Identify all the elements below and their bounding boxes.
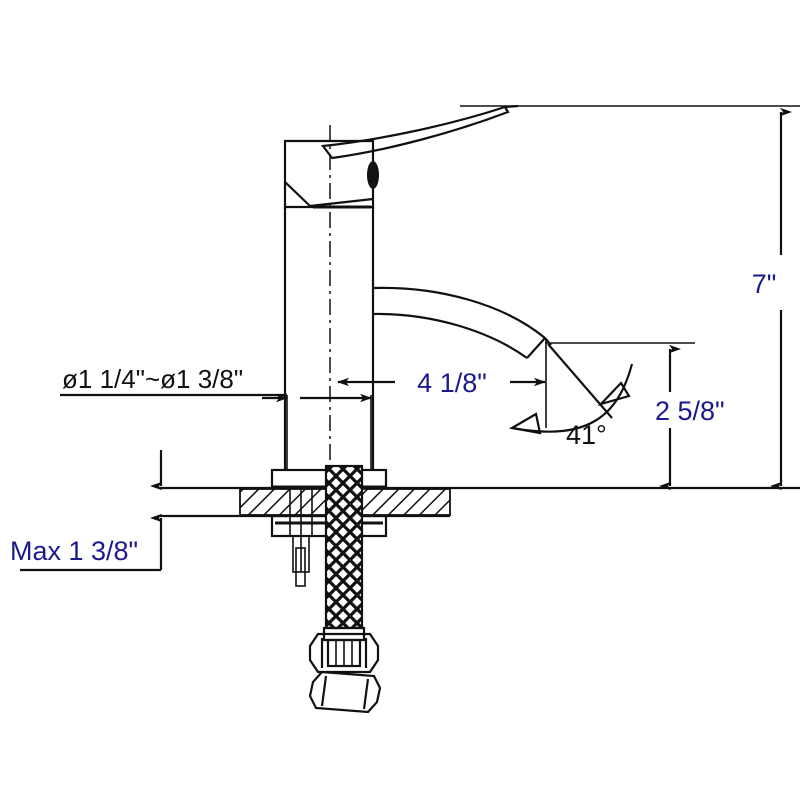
- spout-angle-label: 41°: [566, 420, 607, 450]
- dimension-max-deck-thickness: Max 1 3/8": [10, 450, 163, 572]
- dimension-mounting-hole: ø1 1/4"~ø1 3/8": [60, 364, 372, 470]
- spout-reach-label: 4 1/8": [417, 368, 487, 398]
- faucet-body: [283, 207, 375, 470]
- max-deck-thickness-label: Max 1 3/8": [10, 536, 138, 566]
- overall-height-label: 7": [752, 269, 777, 299]
- spout-height-label: 2 5/8": [655, 396, 725, 426]
- mounting-hole-label: ø1 1/4"~ø1 3/8": [62, 364, 243, 394]
- cartridge-housing: [283, 139, 379, 209]
- dimension-spout-height: 2 5/8": [545, 342, 725, 491]
- dimension-overall-height: 7": [460, 105, 800, 491]
- handle-lever: [320, 104, 519, 160]
- braided-hose: [322, 464, 366, 668]
- dimension-spout-angle: 41°: [508, 343, 634, 450]
- spout: [372, 286, 552, 359]
- dimension-spout-reach: 4 1/8": [337, 340, 547, 428]
- threaded-stud: [289, 487, 313, 587]
- hex-nut-upper: [308, 632, 380, 674]
- counter-deck: [160, 486, 800, 518]
- hex-nut-lower: [308, 670, 382, 714]
